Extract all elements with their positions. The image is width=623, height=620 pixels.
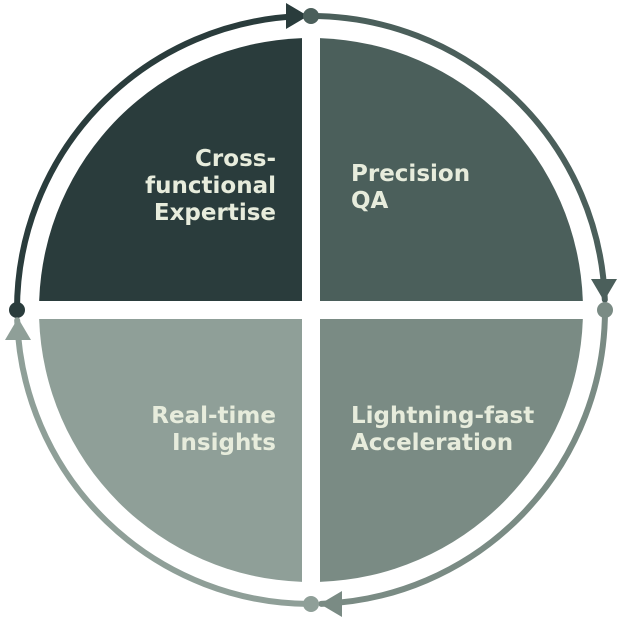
quadrant-label-line: Real-time [151,403,276,429]
quadrant-layer [39,38,583,582]
cycle-arrow-bottom-right [318,302,613,617]
quadrant-label-line: Insights [172,430,276,456]
quadrant-label-line: Expertise [154,200,276,226]
quadrant-label-line: QA [351,188,389,214]
quadrant-top-left [39,38,303,302]
cycle-arrow-bottom-left [5,317,319,612]
quadrant-top-right [320,38,583,302]
quadrant-label-line: Lightning-fast [351,403,534,429]
quadrant-bottom-right [320,319,583,582]
cycle-arrow-top-left [9,3,308,318]
arrow-layer [5,3,617,617]
cycle-arrow-top-right [303,8,617,303]
quadrant-bottom-left [39,319,303,582]
quadrant-label-line: Acceleration [351,430,513,456]
quadrant-label-line: Precision [351,161,470,187]
quadrant-label-line: Cross- [195,146,276,172]
quadrant-label-line: functional [145,173,276,199]
